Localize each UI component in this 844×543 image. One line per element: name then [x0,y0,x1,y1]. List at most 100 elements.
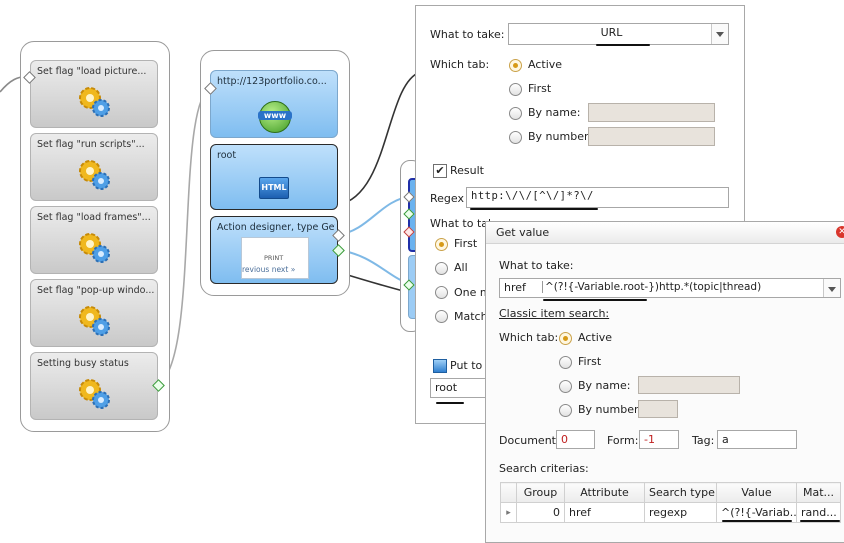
tab-by-number-radio[interactable] [559,404,572,417]
tab-number-input[interactable] [638,400,678,418]
block-set-flag-run-scripts[interactable]: Set flag "run scripts"... [30,133,158,201]
take-first-label: First [454,237,478,250]
tab-first-radio[interactable] [509,83,522,96]
html-icon: HTML [259,177,289,199]
tab-active-label: Active [528,58,563,71]
tab-first-label: First [528,82,552,95]
put-to-label: Put to v [450,359,493,372]
what-to-take-value: URL [600,26,623,39]
tab-number-input[interactable] [588,127,715,146]
block-label: http://123portfolio.co... [217,76,327,87]
tab-active-radio[interactable] [559,332,572,345]
block-setting-busy-status[interactable]: Setting busy status [30,352,158,420]
block-label: root [217,150,237,161]
table-header: Group Attribute Search type Value Mat... [500,482,841,503]
tab-by-number-radio[interactable] [509,131,522,144]
what-to-take-select[interactable]: URL [508,23,729,45]
gear-icon [79,87,110,117]
close-icon[interactable]: ✕ [836,226,844,238]
annotation-underline [722,520,792,522]
cell-attribute[interactable]: href [564,502,645,523]
put-to-value: root [435,381,458,394]
what-to-take-attr: href [504,281,526,294]
cell-group[interactable]: 0 [516,502,565,523]
cell-value[interactable]: ^(?!{-Variab... [716,502,797,523]
panel-title-bar: Get value ✕ [486,222,844,244]
what-to-take-combo[interactable]: href ^(?!{-Variable.root-})http.*(topic|… [499,278,841,298]
block-label: Set flag "pop-up windo... [37,285,155,296]
gear-icon [79,379,110,409]
www-badge: www [258,111,292,120]
block-set-flag-popup-windows[interactable]: Set flag "pop-up windo... [30,279,158,347]
annotation-underline [596,44,650,46]
take-match-radio[interactable] [435,310,448,323]
gear-icon [79,160,110,190]
tab-name-input[interactable] [588,103,715,122]
tab-first-radio[interactable] [559,356,572,369]
put-to-input[interactable]: root [430,378,490,398]
annotation-underline [436,402,464,404]
cell-match[interactable]: rand... [796,502,841,523]
tab-name-input[interactable] [638,376,740,394]
classic-search-link[interactable]: Classic item search: [499,307,610,320]
take-one-match-radio[interactable] [435,286,448,299]
table-row[interactable]: ▸ 0 href regexp ^(?!{-Variab... rand... [500,502,841,523]
take-all-radio[interactable] [435,262,448,275]
chevron-down-icon[interactable] [823,279,840,297]
document-label: Document: [499,434,560,447]
criteria-label: Search criterias: [499,462,589,475]
gear-icon [79,306,110,336]
tab-by-name-label: By name: [528,106,581,119]
block-set-flag-load-picture[interactable]: Set flag "load picture... [30,60,158,128]
document-value: 0 [561,433,568,446]
globe-icon: www [258,101,292,133]
tab-first-label: First [578,355,602,368]
take-first-radio[interactable] [435,238,448,251]
take-all-label: All [454,261,468,274]
block-root[interactable]: root HTML [210,144,338,210]
regex-input[interactable]: http:\/\/[^\/]*?\/ [466,187,729,208]
column-header-attribute[interactable]: Attribute [564,482,645,503]
tab-by-name-radio[interactable] [559,380,572,393]
block-label: Setting busy status [37,358,129,369]
annotation-underline [543,299,647,301]
get-value-panel: Get value ✕ What to take: href ^(?!{-Var… [485,221,844,543]
block-label: Set flag "load frames"... [37,212,151,223]
gear-icon [79,233,110,263]
form-value: -1 [644,433,655,446]
cell-search-type[interactable]: regexp [644,502,717,523]
tag-value: a [722,433,729,446]
annotation-underline [470,208,598,210]
search-criteria-table: Group Attribute Search type Value Mat...… [500,482,841,523]
preview-title: PRINT [264,254,284,262]
chevron-down-icon[interactable] [711,24,728,44]
tab-by-number-label: By number: [578,403,642,416]
tag-label: Tag: [692,434,715,447]
result-checkbox[interactable]: ✔ [433,164,447,178]
tab-by-number-label: By number: [528,130,592,143]
which-tab-label: Which tab: [499,331,559,344]
panel-title: Get value [496,226,550,239]
annotation-underline [800,520,840,522]
column-header-match[interactable]: Mat... [796,482,841,503]
variable-icon [433,359,447,373]
row-marker-icon: ▸ [500,502,517,523]
column-header-search-type[interactable]: Search type [644,482,717,503]
tab-by-name-radio[interactable] [509,107,522,120]
tab-active-radio[interactable] [509,59,522,72]
page-preview: PRINT revious next » [241,237,309,279]
form-input[interactable]: -1 [639,430,679,449]
preview-text: revious next » [242,265,296,274]
column-header-value[interactable]: Value [716,482,797,503]
row-marker-header [500,482,517,503]
block-navigate-url[interactable]: http://123portfolio.co... www [210,70,338,138]
take-match-label: Match [454,310,488,323]
block-action-designer[interactable]: Action designer, type Get PRINT revious … [210,216,338,284]
document-input[interactable]: 0 [556,430,595,449]
tab-active-label: Active [578,331,613,344]
block-set-flag-load-frames[interactable]: Set flag "load frames"... [30,206,158,274]
what-to-take-regex: ^(?!{-Variable.root-})http.*(topic|threa… [542,281,761,293]
tag-input[interactable]: a [717,430,797,449]
which-tab-label: Which tab: [430,58,490,71]
column-header-group[interactable]: Group [516,482,565,503]
